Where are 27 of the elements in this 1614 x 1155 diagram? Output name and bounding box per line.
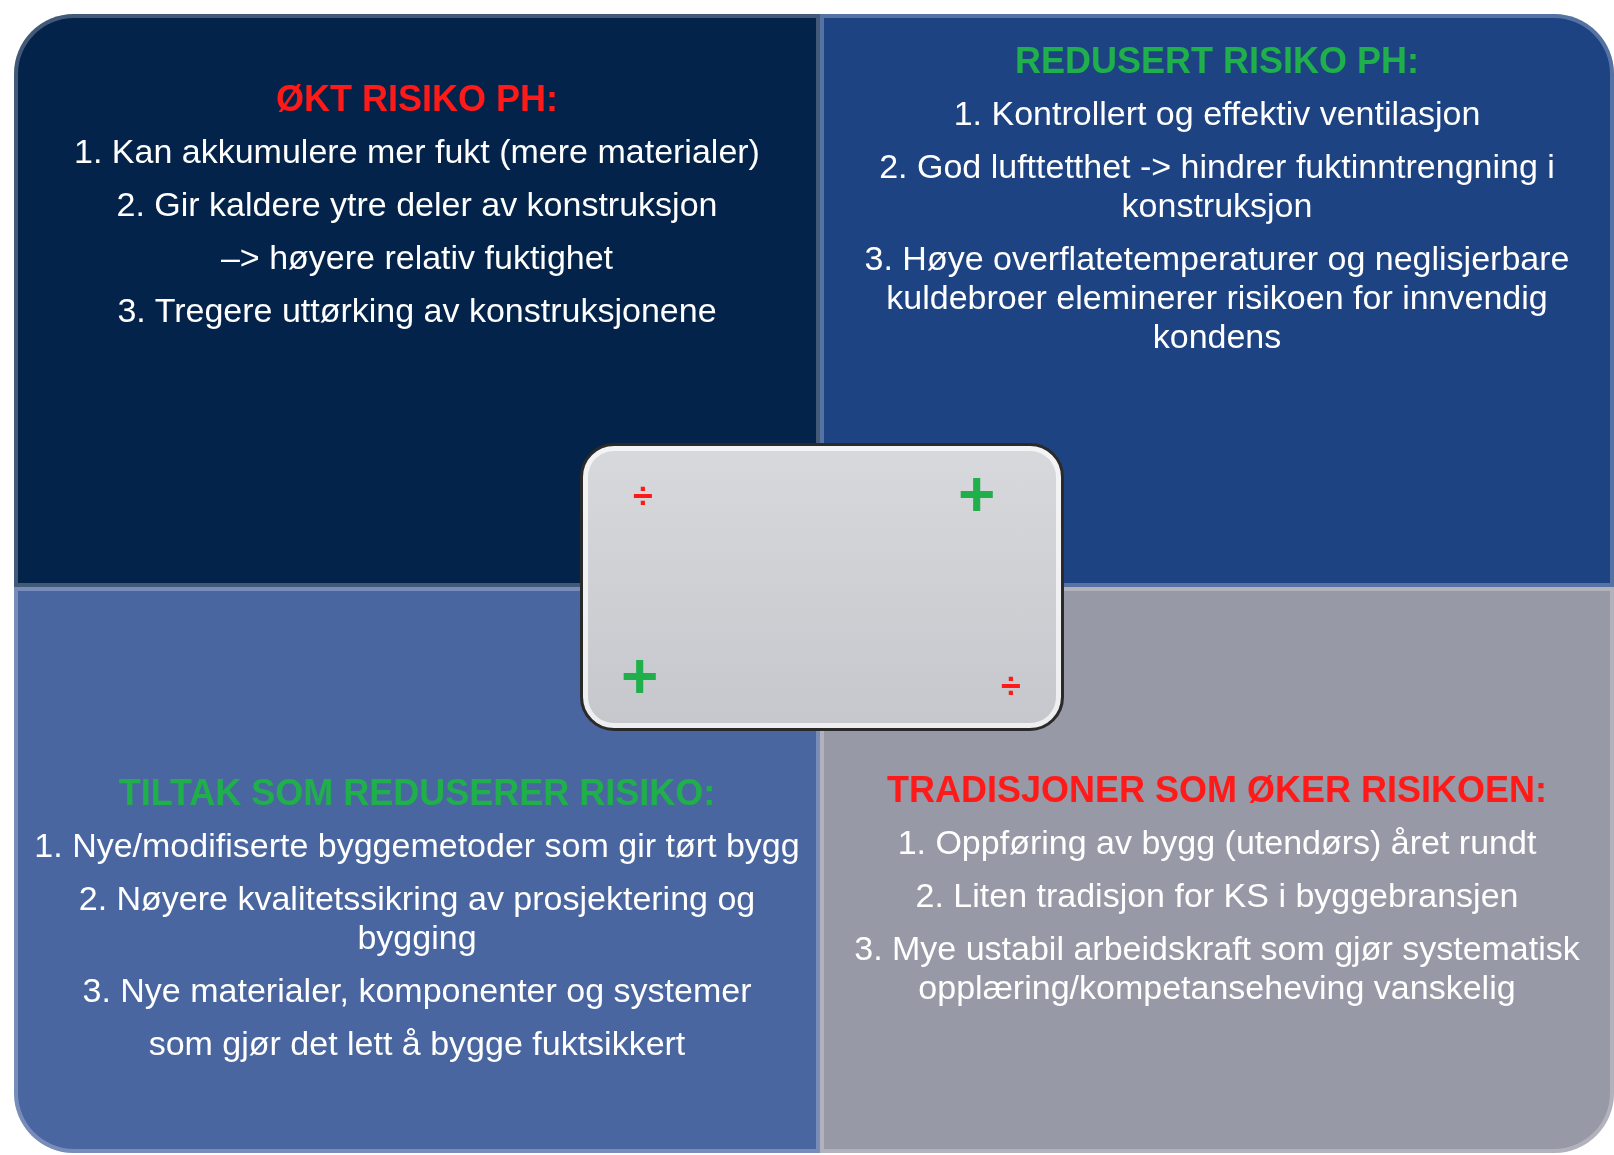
list-item: 1. Kontrollert og effektiv ventilasjon — [953, 94, 1481, 134]
sign-symbol: ÷ — [633, 478, 653, 514]
list-item: 3. Mye ustabil arbeidskraft som gjør systematisk opplæring/kompetanseheving vanskelig — [853, 929, 1581, 1008]
list-item: 2. Gir kaldere ytre deler av konstruksjon — [116, 185, 718, 225]
sign-symbol: + — [621, 644, 659, 708]
list-item: 1. Kan akkumulere mer fukt (mere materialer) — [74, 132, 760, 172]
sign-symbol: ÷ — [1001, 668, 1021, 704]
sign-symbol: + — [958, 462, 996, 526]
list-item: 1. Nye/modifiserte byggemetoder som gir tørt bygg — [34, 826, 800, 866]
quadrant-heading: TRADISJONER SOM ØKER RISIKOEN: — [886, 769, 1548, 811]
list-item: 3. Høye overflatetemperaturer og neglisjerbare kuldebroer eleminerer risikoen for innvendig kondens — [863, 239, 1571, 357]
quadrant-heading: TILTAK SOM REDUSERER RISIKO: — [118, 772, 716, 814]
list-item: –> høyere relativ fuktighet — [220, 238, 614, 278]
quadrant-panel — [14, 14, 820, 587]
quadrant-heading: REDUSERT RISIKO PH: — [1014, 40, 1419, 82]
quadrant-panel — [820, 587, 1614, 1153]
list-item: 1. Oppføring av bygg (utendørs) året rundt — [897, 823, 1537, 863]
list-item: 2. Nøyere kvalitetssikring av prosjektering og bygging — [77, 879, 757, 958]
quadrant-panel — [14, 587, 820, 1153]
list-item: 2. Liten tradisjon for KS i byggebransjen — [915, 876, 1519, 916]
list-item: 3. Nye materialer, komponenter og systemer — [82, 971, 752, 1011]
list-item: 3. Tregere uttørking av konstruksjonene — [117, 291, 717, 331]
list-item: som gjør det lett å bygge fuktsikkert — [148, 1024, 686, 1064]
center-panel — [580, 443, 1064, 731]
quadrant-heading: ØKT RISIKO PH: — [276, 78, 558, 120]
quadrant-panel — [820, 14, 1614, 587]
list-item: 2. God lufttetthet -> hindrer fuktinntrengning i konstruksjon — [878, 147, 1556, 226]
